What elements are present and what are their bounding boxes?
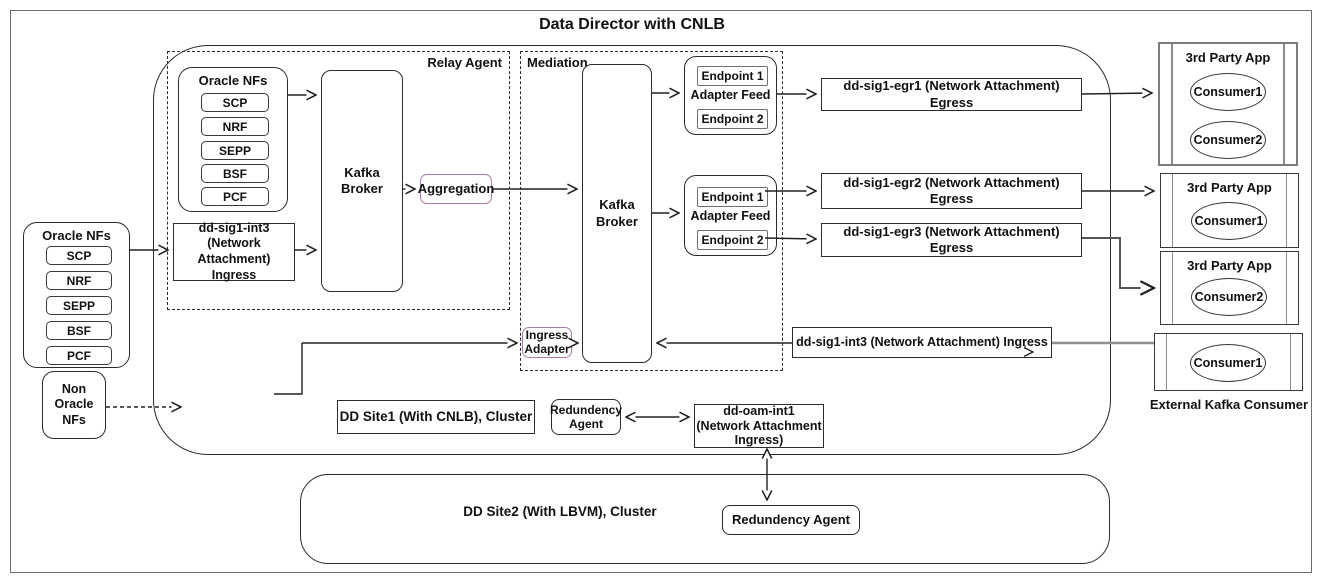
nf-item-sepp: SEPP [201,141,269,160]
dd-sig1-egr1-box: dd-sig1-egr1 (Network Attachment) Egress [821,78,1082,111]
consumer1-ellipse: Consumer1 [1191,202,1267,240]
side-bar [1172,252,1173,324]
third-party-app-title: 3rd Party App [1187,258,1272,273]
endpoint-1: Endpoint 1 [697,66,768,86]
mediation-label: Mediation [527,55,588,70]
adapter-feed-2: Endpoint 1 Adapter Feed Endpoint 2 [684,175,777,256]
oracle-nfs-inner-title: Oracle NFs [198,73,268,88]
non-oracle-nfs: Non Oracle NFs [42,371,106,439]
redundancy-agent-site1: Redundency Agent [550,399,622,435]
dd-sig1-int3-ingress-box: dd-sig1-int3 (Network Attachment) Ingres… [173,221,295,282]
dd-sig1-int3-return-box: dd-sig1-int3 (Network Attachment) Ingres… [792,327,1052,358]
endpoint-1: Endpoint 1 [697,187,768,207]
dd-site2-cluster-outline [300,474,1110,564]
third-party-app-title: 3rd Party App [1187,180,1272,195]
adapter-feed-1: Endpoint 1 Adapter Feed Endpoint 2 [684,56,777,135]
kafka-broker-mediation: Kafka Broker [582,64,652,363]
dd-site2-label: DD Site2 (With LBVM), Cluster [463,504,657,519]
side-bar [1286,252,1287,324]
side-bar [1286,174,1287,247]
relay-agent-label: Relay Agent [427,55,502,70]
dd-sig1-egr3-box: dd-sig1-egr3 (Network Attachment) Egress [821,223,1082,257]
consumer1-ellipse: Consumer1 [1190,344,1266,382]
ingress-adapter-box: Ingress Adapter [522,327,572,358]
side-bar [1171,44,1173,164]
dd-sig1-egr2-box: dd-sig1-egr2 (Network Attachment) Egress [821,173,1082,209]
diagram-title: Data Director with CNLB [539,16,725,33]
relay-agent-region: Relay Agent [167,51,510,310]
dd-site1-label-box: DD Site1 (With CNLB), Cluster [337,400,535,434]
nf-item-pcf: PCF [201,187,269,206]
nf-item-nrf: NRF [46,271,112,290]
dd-oam-int1-box: dd-oam-int1 (Network Attachment Ingress) [694,404,824,448]
consumer2-ellipse: Consumer2 [1190,121,1266,159]
side-bar [1172,174,1173,247]
outer-frame [10,10,1312,573]
nf-item-bsf: BSF [201,164,269,183]
mediation-region: Mediation [520,51,783,371]
side-bar [1283,44,1285,164]
consumer2-ellipse: Consumer2 [1191,278,1267,316]
external-kafka-consumer-label: External Kafka Consumer [1149,397,1309,412]
endpoint-2: Endpoint 2 [697,109,768,129]
side-bar [1290,334,1291,390]
oracle-nfs-outer-title: Oracle NFs [42,228,111,243]
nf-item-scp: SCP [46,246,112,265]
nf-item-nrf: NRF [201,117,269,136]
adapter-feed-label: Adapter Feed [690,88,771,102]
consumer1-ellipse: Consumer1 [1190,73,1266,111]
adapter-feed-label: Adapter Feed [690,209,771,223]
nf-item-sepp: SEPP [46,296,112,315]
nf-item-pcf: PCF [46,346,112,365]
kafka-broker-relay: Kafka Broker [321,70,403,292]
nf-item-scp: SCP [201,93,269,112]
redundancy-agent-site2: Redundency Agent [722,505,860,535]
oracle-nfs-outer-group: Oracle NFs SCP NRF SEPP BSF PCF [23,222,130,368]
aggregation-box: Aggregation [418,174,494,204]
side-bar [1166,334,1167,390]
oracle-nfs-inner-group: Oracle NFs SCP NRF SEPP BSF PCF [178,67,288,212]
third-party-app-title: 3rd Party App [1185,50,1271,65]
nf-item-bsf: BSF [46,321,112,340]
endpoint-2: Endpoint 2 [697,230,768,250]
